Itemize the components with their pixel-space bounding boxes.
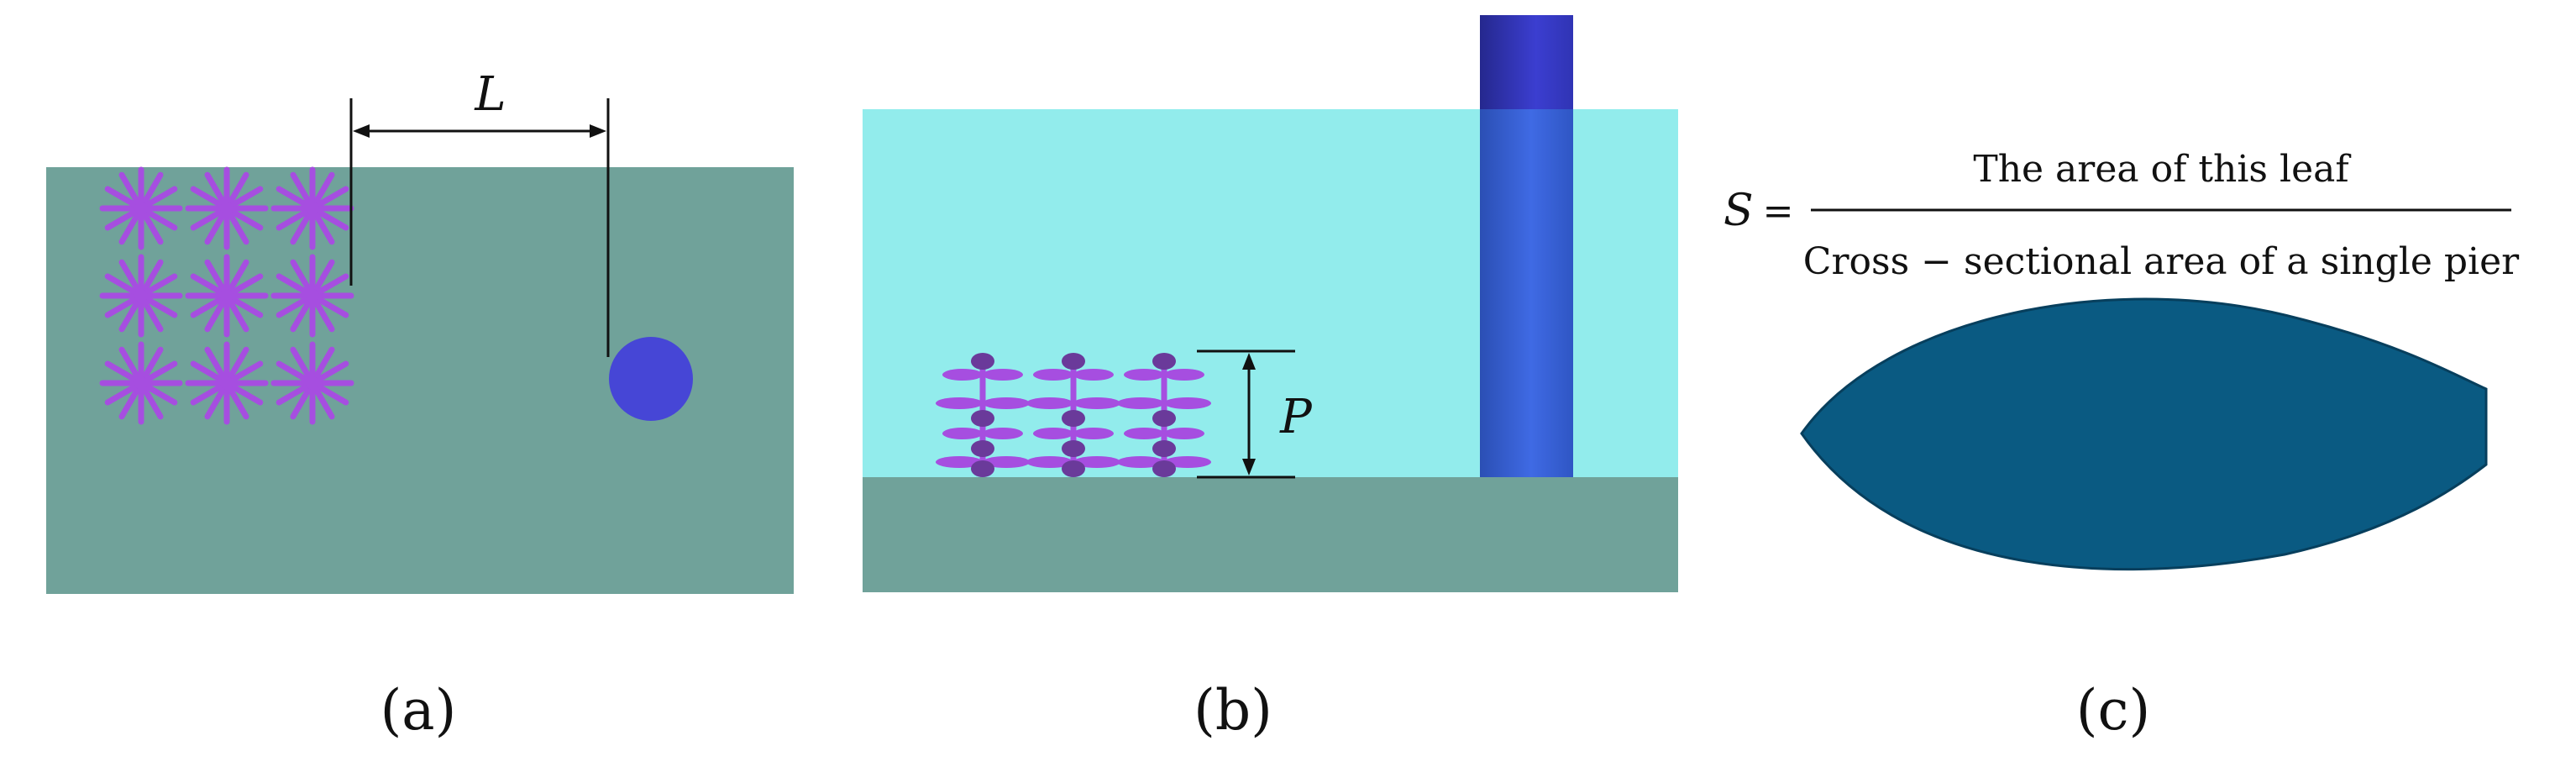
dimension-label-p: P (1279, 390, 1313, 444)
vegetation-plant-top (270, 166, 354, 250)
pier-plan-circle (609, 337, 693, 421)
shape-factor-formula: S = The area of this leaf Cross − sectio… (1723, 148, 2520, 283)
bed-side-view (863, 477, 1678, 592)
pier-column (1480, 15, 1573, 477)
formula-denominator: Cross − sectional area of a single pier (1803, 240, 2520, 283)
formula-numerator: The area of this leaf (1973, 148, 2351, 191)
panel-label-c: (c) (2076, 678, 2150, 743)
vegetation-plant-side (1117, 353, 1211, 477)
vegetation-plant-top (270, 341, 354, 425)
vegetation-plant-top (270, 254, 354, 338)
vegetation-plant-side (1026, 353, 1120, 477)
panel-label-a: (a) (380, 678, 457, 743)
panel-a: L (a) (46, 67, 794, 743)
vegetation-plant-top (185, 254, 269, 338)
vegetation-plant-top (99, 341, 183, 425)
vegetation-plant-top (99, 166, 183, 250)
panel-label-b: (b) (1194, 678, 1272, 743)
dimension-p (1197, 349, 1295, 479)
panel-c: S = The area of this leaf Cross − sectio… (1723, 148, 2520, 743)
leaf-shape (1800, 297, 2488, 571)
vegetation-plant-side (936, 353, 1030, 477)
vegetation-plant-top (99, 254, 183, 338)
dimension-l (349, 98, 610, 357)
panel-b: P (b) (863, 15, 1678, 743)
formula-equals: = (1763, 190, 1794, 233)
formula-variable-s: S (1723, 186, 1754, 236)
vegetation-side (936, 353, 1211, 477)
vegetation-grid (99, 166, 354, 425)
vegetation-plant-top (185, 341, 269, 425)
vegetation-plant-top (185, 166, 269, 250)
dimension-label-l: L (474, 67, 506, 122)
